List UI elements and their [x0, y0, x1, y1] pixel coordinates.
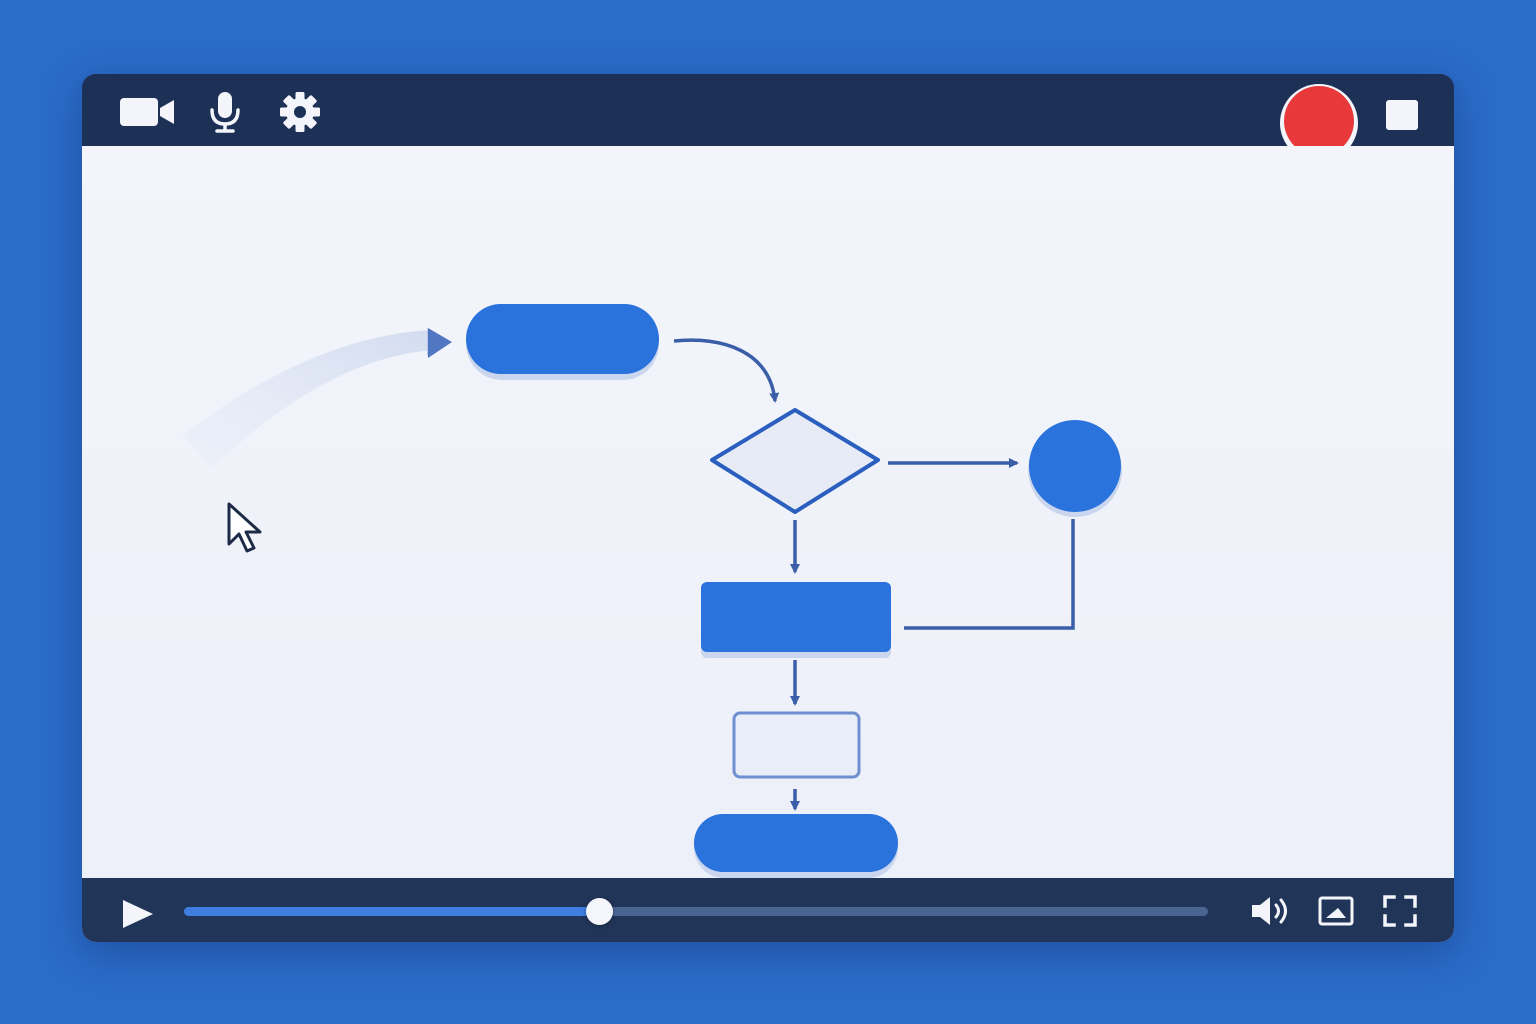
trail-arrowhead-icon: [428, 328, 452, 358]
mouse-cursor-icon: [227, 502, 262, 553]
flowchart-diagram: [182, 304, 1122, 878]
gear-icon[interactable]: [278, 90, 322, 134]
play-icon[interactable]: [120, 897, 156, 931]
volume-icon[interactable]: [1250, 894, 1294, 928]
flowchart-process-node: [701, 582, 891, 658]
record-icon[interactable]: [1278, 82, 1360, 164]
video-camera-icon[interactable]: [118, 96, 176, 128]
picture-in-picture-icon[interactable]: [1318, 896, 1354, 926]
flowchart-end-node: [694, 814, 898, 878]
playback-bar: [82, 878, 1454, 942]
stop-icon[interactable]: [1384, 98, 1420, 132]
flowchart-start-node: [466, 304, 659, 380]
flowchart-decision-node: [710, 408, 880, 514]
microphone-icon[interactable]: [206, 90, 244, 134]
screen-recorder-window: [82, 74, 1454, 942]
fullscreen-icon[interactable]: [1382, 894, 1418, 928]
recorder-toolbar: [82, 74, 1454, 162]
recording-canvas: [82, 146, 1454, 942]
connector-circle-to-process: [904, 519, 1075, 630]
progress-bar[interactable]: [184, 898, 1208, 925]
connector-start-to-decision: [673, 338, 780, 403]
flowchart-empty-node: [732, 711, 861, 779]
cursor-motion-trail: [182, 328, 450, 468]
progress-fill: [184, 907, 599, 916]
progress-thumb[interactable]: [585, 898, 613, 925]
flowchart-circle-node: [1028, 420, 1122, 517]
